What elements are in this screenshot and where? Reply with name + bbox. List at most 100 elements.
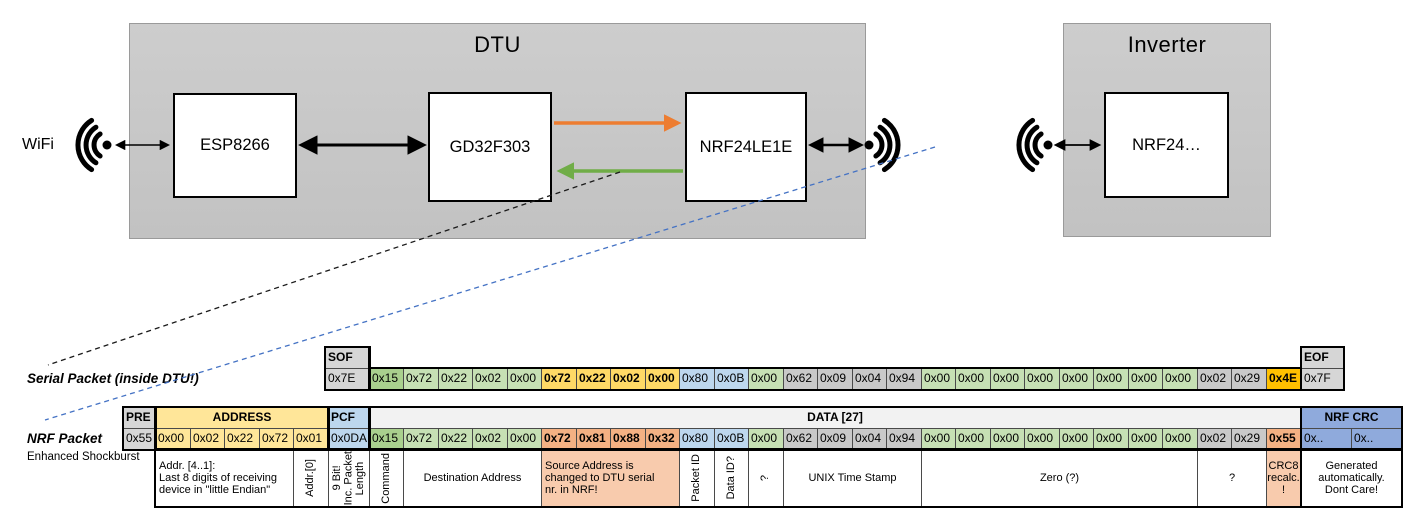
nrf-byte-cell: 0x02 — [1197, 428, 1232, 450]
serial-byte-cell: 0x00 — [955, 368, 991, 390]
serial-byte-cell: 0x00 — [921, 368, 956, 390]
address-header-cell: ADDRESS — [155, 407, 329, 429]
chip-nrf24le1e: NRF24LE1E — [685, 92, 807, 202]
annotation-cell: CRC8 recalc. ! — [1266, 449, 1301, 507]
nrf-crc-value-cell: 0x.. — [1301, 428, 1352, 450]
serial-byte-cell: 0x22 — [438, 368, 473, 390]
annotation-cell: Source Address is changed to DTU serial … — [541, 449, 680, 507]
serial-byte-cell: 0x72 — [403, 368, 439, 390]
eof-header-cell: EOF — [1301, 347, 1344, 369]
serial-byte-cell: 0x09 — [817, 368, 853, 390]
nrf-byte-cell: 0x32 — [645, 428, 680, 450]
wifi-icon-dtu-right — [864, 117, 901, 173]
annotation-cell: Addr.[0] — [293, 449, 329, 507]
nrf-byte-cell: 0x80 — [679, 428, 715, 450]
dtu-title: DTU — [474, 32, 521, 57]
pcf-header-cell: PCF — [328, 407, 370, 429]
serial-data-left-stub — [368, 346, 370, 368]
nrf-byte-cell: 0x72 — [403, 428, 439, 450]
nrf-byte-cell: 0x29 — [1231, 428, 1267, 450]
nrf-crc-value-cell: 0x.. — [1351, 428, 1402, 450]
annotation-cell: ? — [748, 449, 784, 507]
annotation-cell: Zero (?) — [921, 449, 1198, 507]
nrf-byte-cell: 0x00 — [921, 428, 956, 450]
serial-byte-cell: 0x0B — [714, 368, 749, 390]
serial-byte-cell: 0x00 — [1093, 368, 1129, 390]
nrf-byte-cell: 0x94 — [886, 428, 922, 450]
sof-value-cell: 0x7E — [325, 368, 370, 390]
serial-byte-cell: 0x00 — [1162, 368, 1198, 390]
nrf-byte-cell: 0x00 — [990, 428, 1025, 450]
nrf-byte-cell: 0x88 — [610, 428, 646, 450]
serial-byte-cell: 0x22 — [576, 368, 611, 390]
sof-header-cell: SOF — [325, 347, 370, 369]
serial-byte-cell: 0x00 — [1128, 368, 1163, 390]
nrf-byte-cell: 0x04 — [852, 428, 887, 450]
nrf-byte-cell: 0x00 — [1059, 428, 1094, 450]
address-byte-cell: 0x00 — [155, 428, 191, 450]
inverter-title: Inverter — [1127, 32, 1207, 57]
nrf-byte-cell: 0x00 — [1093, 428, 1129, 450]
wifi-icon-inverter — [1016, 117, 1053, 173]
nrf-byte-cell: 0x0B — [714, 428, 749, 450]
chip-esp8266: ESP8266 — [173, 93, 297, 198]
serial-byte-cell: 0x00 — [1059, 368, 1094, 390]
annotation-cell: 9 Bit! Inc. Packet Length — [328, 449, 370, 507]
serial-byte-cell: 0x02 — [472, 368, 508, 390]
nrf-byte-cell: 0x09 — [817, 428, 853, 450]
nrf-byte-cell: 0x00 — [1162, 428, 1198, 450]
serial-byte-cell: 0x29 — [1231, 368, 1267, 390]
nrf-packet-sublabel: Enhanced Shockburst — [27, 451, 140, 463]
address-byte-cell: 0x22 — [224, 428, 260, 450]
nrf-byte-cell: 0x81 — [576, 428, 611, 450]
nrf-byte-cell: 0x15 — [369, 428, 404, 450]
nrf-byte-cell: 0x72 — [541, 428, 577, 450]
nrf-byte-cell: 0x22 — [438, 428, 473, 450]
pre-header-cell: PRE — [123, 407, 156, 429]
chip-inverter-nrf24: NRF24… — [1104, 92, 1229, 198]
data-header-cell: DATA [27] — [369, 407, 1301, 429]
annotation-cell: Command — [369, 449, 404, 507]
nrf-byte-cell: 0x62 — [783, 428, 818, 450]
nrf-byte-cell: 0x00 — [748, 428, 784, 450]
serial-byte-cell: 0x02 — [610, 368, 646, 390]
wifi-icon-left — [75, 117, 112, 173]
annotation-cell: Addr. [4..1]: Last 8 digits of receiving… — [155, 449, 294, 507]
serial-byte-cell: 0x15 — [369, 368, 404, 390]
serial-packet-label: Serial Packet (inside DTU!) — [27, 371, 199, 386]
serial-byte-cell: 0x00 — [507, 368, 542, 390]
annotation-cell: Packet ID — [679, 449, 715, 507]
nrf-byte-cell: 0x55 — [1266, 428, 1301, 450]
nrf-byte-cell: 0x00 — [1024, 428, 1060, 450]
serial-byte-cell: 0x00 — [748, 368, 784, 390]
address-byte-cell: 0x02 — [190, 428, 225, 450]
chip-inverter-nrf24-label: NRF24… — [1132, 135, 1201, 154]
pre-value-cell: 0x55 — [123, 428, 156, 450]
wifi-label: WiFi — [22, 136, 54, 153]
annotation-cell: Destination Address — [403, 449, 542, 507]
address-byte-cell: 0x01 — [293, 428, 329, 450]
nrf-byte-cell: 0x00 — [507, 428, 542, 450]
nrf-byte-cell: 0x00 — [1128, 428, 1163, 450]
nrf-packet-label: NRF Packet — [27, 431, 103, 446]
serial-byte-cell: 0x62 — [783, 368, 818, 390]
serial-byte-cell: 0x4E — [1266, 368, 1301, 390]
serial-byte-cell: 0x94 — [886, 368, 922, 390]
nrf-byte-cell: 0x00 — [955, 428, 991, 450]
chip-gd32f303-label: GD32F303 — [449, 137, 531, 156]
chip-esp8266-label: ESP8266 — [200, 136, 270, 154]
serial-byte-cell: 0x00 — [645, 368, 680, 390]
nrf-byte-cell: 0x02 — [472, 428, 508, 450]
serial-byte-cell: 0x00 — [990, 368, 1025, 390]
serial-byte-cell: 0x02 — [1197, 368, 1232, 390]
serial-byte-cell: 0x72 — [541, 368, 577, 390]
serial-byte-cell: 0x04 — [852, 368, 887, 390]
serial-byte-cell: 0x80 — [679, 368, 715, 390]
annotation-cell: UNIX Time Stamp — [783, 449, 922, 507]
chip-gd32f303: GD32F303 — [428, 92, 552, 202]
serial-byte-cell: 0x00 — [1024, 368, 1060, 390]
eof-value-cell: 0x7F — [1301, 368, 1344, 390]
nrf-crc-header-cell: NRF CRC — [1301, 407, 1402, 429]
chip-nrf24le1e-label: NRF24LE1E — [699, 137, 793, 156]
